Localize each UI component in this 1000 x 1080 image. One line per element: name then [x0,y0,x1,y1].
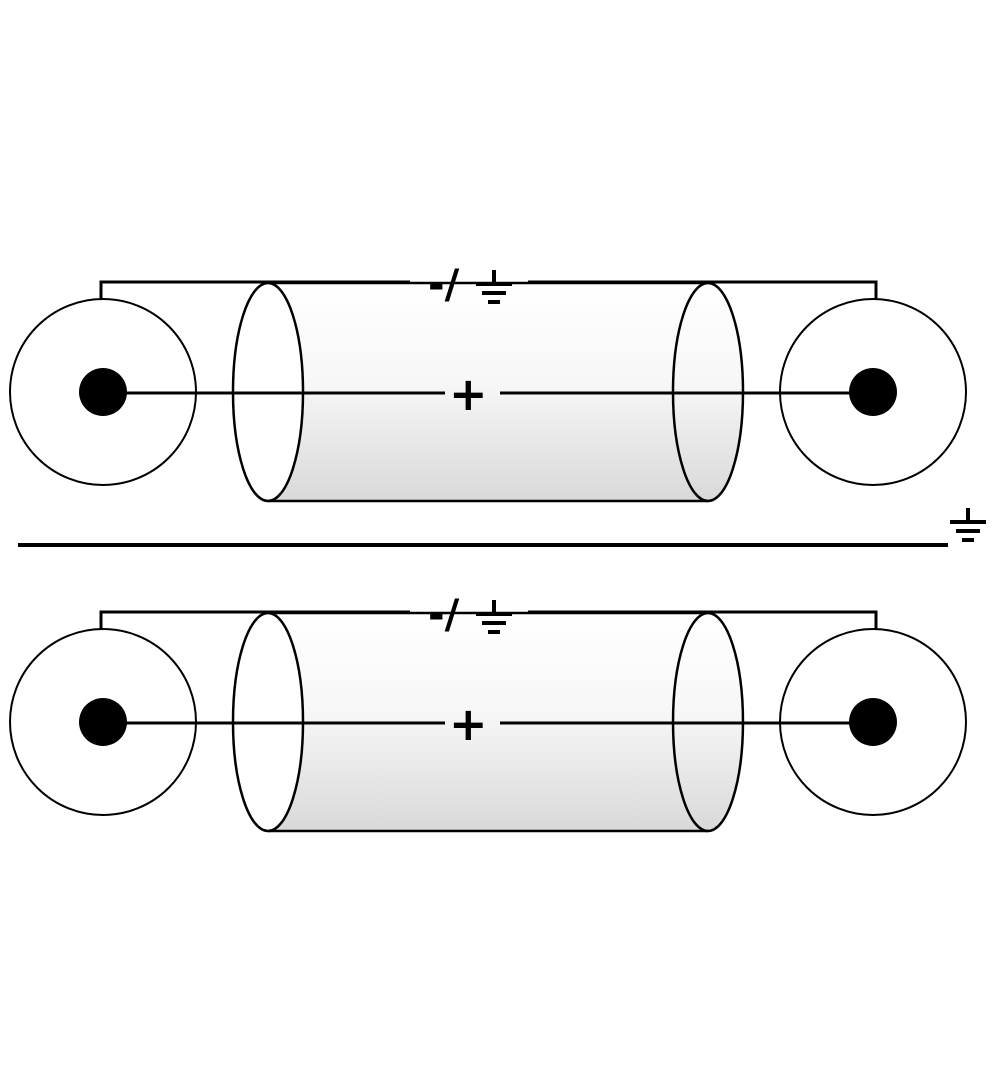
cable-1: -/ + [9,262,967,503]
common-ground [18,506,988,547]
signal-label-2: + [449,697,488,751]
shield-label-2: -/ [428,592,460,638]
shield-label-1: -/ [428,262,460,308]
cable-2: -/ + [9,592,967,833]
ground-icon [948,506,988,542]
signal-label-1: + [449,367,488,421]
